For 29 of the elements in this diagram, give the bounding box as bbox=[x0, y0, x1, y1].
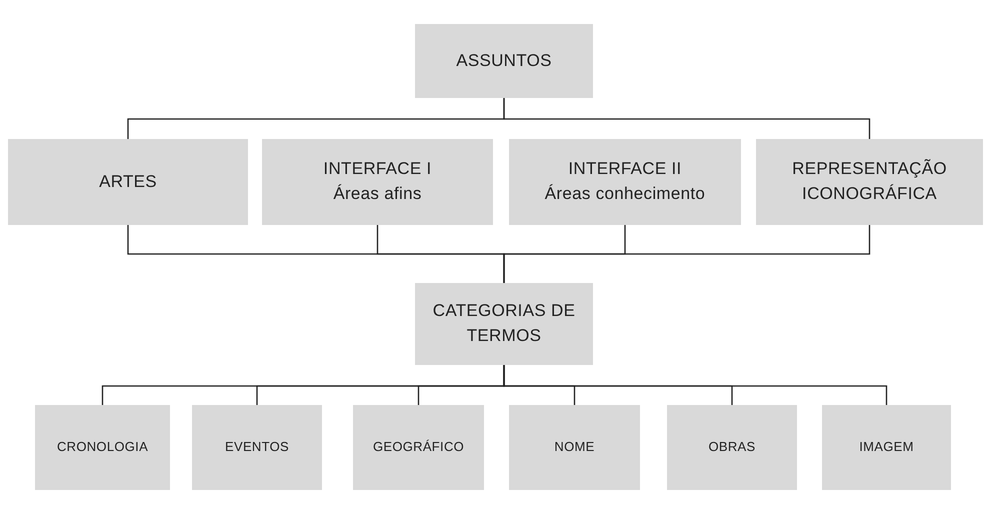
connector-line bbox=[503, 365, 888, 405]
box-text: REPRESENTAÇÃO ICONOGRÁFICA bbox=[791, 158, 948, 205]
category-box bbox=[415, 283, 593, 365]
box-text: ARTES bbox=[98, 170, 158, 193]
box-text: Áreas conhecimento bbox=[544, 183, 706, 205]
box-text: Áreas afins bbox=[332, 183, 423, 205]
category-box bbox=[35, 405, 170, 490]
category-box bbox=[353, 405, 484, 490]
category-box bbox=[415, 24, 593, 98]
box-text: NOME bbox=[553, 438, 596, 456]
box-text: CATEGORIAS DE TERMOS bbox=[432, 300, 576, 347]
box-text: ASSUNTOS bbox=[455, 50, 553, 72]
category-box bbox=[822, 405, 951, 490]
box-text: INTERFACE I bbox=[322, 158, 433, 180]
box-text: GEOGRÁFICO bbox=[372, 438, 466, 456]
category-box bbox=[509, 139, 741, 225]
category-box bbox=[509, 405, 640, 490]
category-box bbox=[756, 139, 983, 225]
box-text: EVENTOS bbox=[224, 438, 290, 456]
category-box bbox=[262, 139, 493, 225]
category-box bbox=[192, 405, 322, 490]
box-text: INTERFACE II bbox=[567, 158, 683, 180]
box-text: OBRAS bbox=[707, 438, 756, 456]
category-box bbox=[8, 139, 248, 225]
connector-line bbox=[503, 225, 870, 283]
category-box bbox=[667, 405, 797, 490]
box-text: IMAGEM bbox=[858, 438, 915, 456]
box-text: CRONOLOGIA bbox=[56, 438, 150, 456]
connector-line bbox=[503, 98, 870, 139]
